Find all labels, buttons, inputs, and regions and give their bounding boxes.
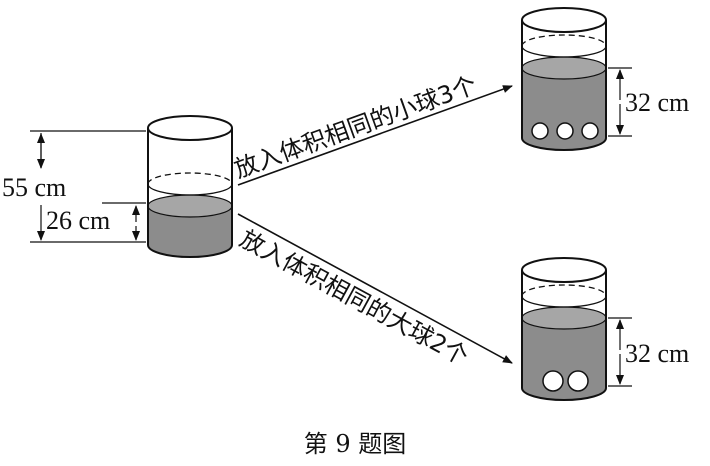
top-right-cylinder [521, 7, 607, 151]
small-ball [581, 122, 599, 140]
top-right-cylinder-rim [521, 7, 607, 33]
arrow-small-balls [237, 85, 513, 186]
top-right-dimension [608, 67, 632, 137]
bottom-right-dimension [608, 317, 632, 387]
initial-water-label: 26 cm [46, 206, 110, 235]
figure-caption: 第 9 题图 [304, 430, 407, 458]
arrow-large-balls-label: 放入体积相同的大球2个 [235, 225, 473, 371]
left-cylinder-rim [147, 115, 233, 141]
bottom-right-cylinder-water [522, 318, 606, 400]
left-cylinder [147, 115, 233, 258]
bottom-right-cylinder [521, 257, 607, 401]
small-balls-level-label: 32 cm [625, 88, 689, 117]
large-ball [542, 370, 564, 392]
small-ball [531, 122, 549, 140]
left-dimensions [30, 130, 146, 243]
large-balls-level-label: 32 cm [625, 339, 689, 368]
arrow-large-balls [237, 213, 513, 364]
arrow-small-balls-label: 放入体积相同的小球3个 [231, 71, 481, 184]
left-cylinder-water-surface [147, 194, 233, 218]
large-ball [567, 370, 589, 392]
small-ball [556, 122, 574, 140]
bottom-right-cylinder-rim [521, 257, 607, 283]
total-height-label: 55 cm [2, 173, 66, 202]
left-cylinder-water [148, 206, 232, 257]
